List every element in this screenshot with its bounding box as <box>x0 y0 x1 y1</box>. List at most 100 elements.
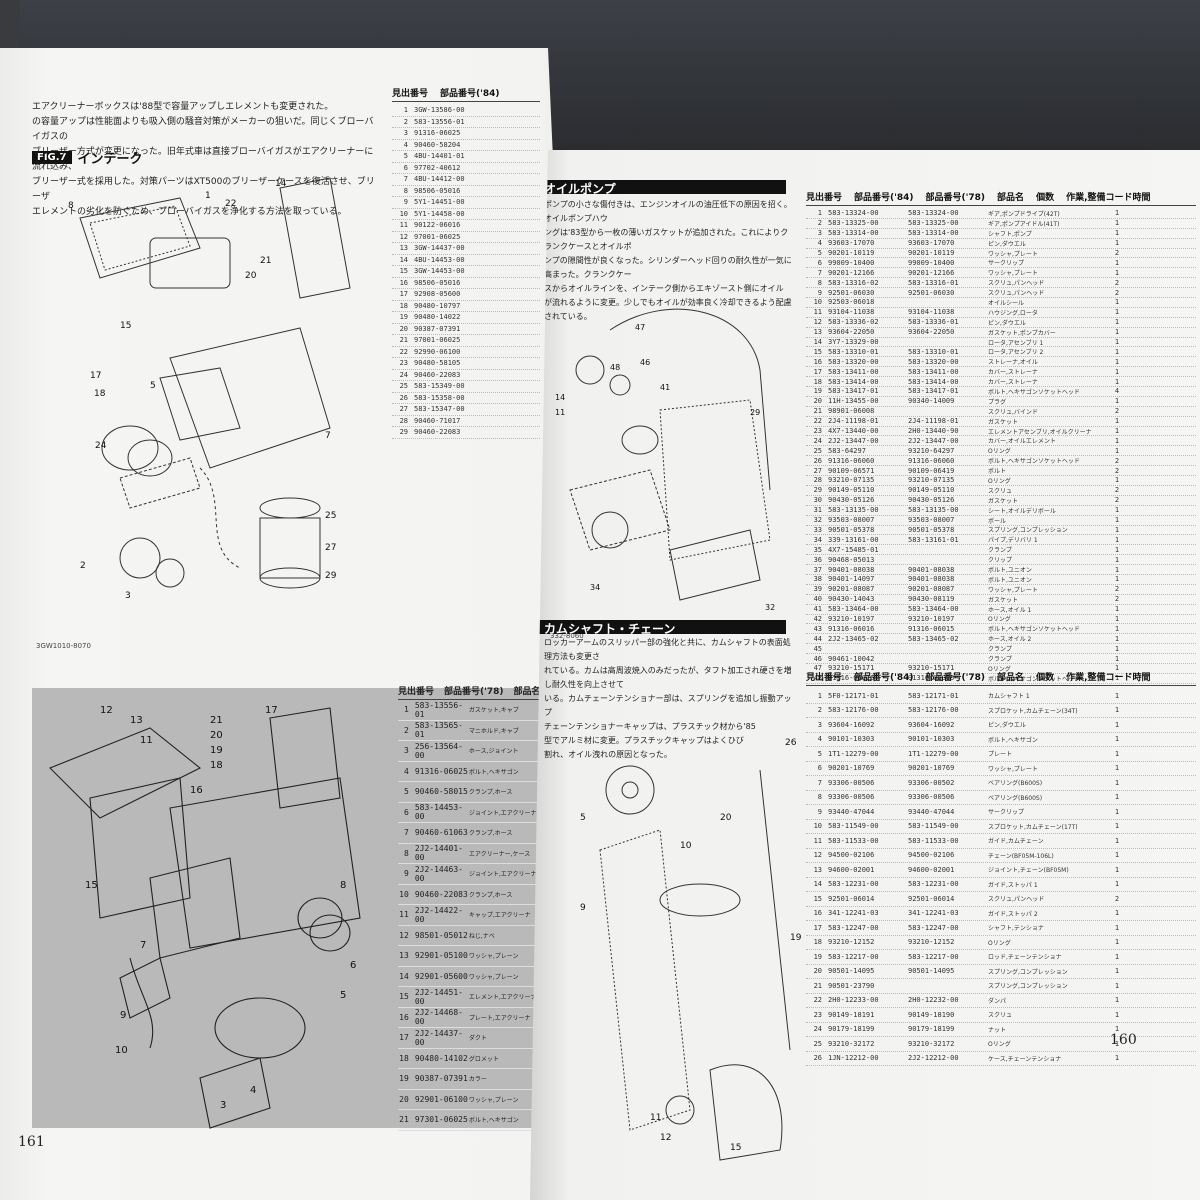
table-cell: 2 <box>1114 595 1120 604</box>
oil-section-text: ポンプの小さな傷付きは、エンジンオイルの油圧低下の原因を招く。オイルポンプハウ … <box>544 200 792 321</box>
table-cell: 1 <box>1114 555 1120 564</box>
table-cell: Oリング <box>988 1041 1011 1049</box>
table-cell: 5 <box>403 152 408 161</box>
table-cell: 93210-15171 <box>908 664 955 673</box>
table-cell: 1 <box>1114 664 1120 673</box>
table-cell: 583-13556-01 <box>414 700 463 719</box>
table-cell: 1T1-12279-00 <box>828 749 879 758</box>
table-cell: ベアリング(B600S) <box>988 794 1043 802</box>
table-cell: マニホルド,キャブ <box>468 727 519 735</box>
table-cell: 93104-11038 <box>908 308 955 317</box>
table-cell: 583-13310-01 <box>908 347 959 356</box>
table-cell: 48 <box>813 674 822 683</box>
table-cell: 1 <box>1114 1025 1120 1034</box>
table-cell: 1 <box>1114 605 1120 614</box>
table-cell: 583-13324-00 <box>908 209 959 218</box>
table-cell: ワッシャ,プレーン <box>468 973 519 981</box>
table-cell: スクリュ <box>988 1012 1013 1020</box>
table-cell: 17 <box>399 1033 409 1043</box>
table-cell: 28 <box>813 476 822 485</box>
table-cell: 3GW-13586-00 <box>414 106 465 115</box>
svg-text:9: 9 <box>580 903 586 913</box>
table-cell: 23 <box>399 359 408 368</box>
table-cell: 6 <box>817 258 822 267</box>
table-cell: 1 <box>1114 565 1120 574</box>
table-cell: 2J2-14463-00 <box>414 864 463 883</box>
table-cell: 341-12241-03 <box>828 909 879 918</box>
table-cell: 5F0-12171-01 <box>828 691 879 700</box>
svg-text:4: 4 <box>250 1085 256 1096</box>
table-cell: 583-13320-00 <box>908 357 959 366</box>
svg-text:8: 8 <box>340 880 346 891</box>
table-cell: 1 <box>1114 535 1120 544</box>
table-cell: 341-12241-03 <box>908 909 959 918</box>
table-cell: 583-12247-00 <box>908 923 959 932</box>
table-cell: ストレーナ,オイル <box>988 359 1038 367</box>
table-cell: クランプ <box>988 547 1012 555</box>
table-cell: クリップ <box>988 557 1013 565</box>
table-cell: 10 <box>813 822 822 831</box>
table-cell: 1 <box>1114 644 1120 653</box>
table-cell: 92501-06014 <box>908 894 955 903</box>
table-cell: 1 <box>403 106 408 115</box>
table-cell: 90149-18190 <box>908 1010 955 1019</box>
svg-text:3: 3 <box>220 1100 226 1111</box>
table-cell: ボルト,ヘキサゴンソケットヘッド <box>988 458 1080 466</box>
table-cell: ボルト <box>988 468 1007 476</box>
table-cell: 90501-14095 <box>908 967 955 976</box>
table-cell: 2J2-14422-00 <box>414 905 463 924</box>
table-cell: ホース,オイル 1 <box>988 606 1032 614</box>
cam-parts-table: 見出番号 部品番号('84) 部品番号('78) 部品名 個数 作業,整備コード… <box>806 670 1196 1066</box>
svg-text:15: 15 <box>85 880 98 891</box>
table-cell: 1 <box>1114 614 1120 623</box>
table-cell: Oリング <box>988 448 1011 456</box>
table-cell: 5 <box>817 249 822 257</box>
table-cell: 90460-22083 <box>414 889 468 899</box>
svg-text:5: 5 <box>150 381 156 391</box>
table-cell: 583-13414-00 <box>908 377 959 386</box>
table-cell: 90401-08038 <box>908 575 955 584</box>
table-cell: 90201-08087 <box>828 585 875 594</box>
table-cell: ピン,ダウエル <box>988 319 1026 327</box>
table-cell: ボール <box>988 517 1007 525</box>
table-cell: 583-12171-01 <box>908 691 959 700</box>
table-cell: 2 <box>1114 288 1120 297</box>
table-cell: 583-13314-00 <box>908 229 959 238</box>
table-cell: 93603-17070 <box>828 239 875 248</box>
table-cell: 98506-05016 <box>414 278 461 287</box>
cam-section-bar <box>536 620 786 634</box>
table-cell: ボルト,ヘキサゴン <box>468 1117 519 1125</box>
svg-text:3: 3 <box>125 591 131 601</box>
left-page: FIG.7 インテーク エアクリーナーボックスは'88型で容量アップしエレメント… <box>0 48 600 1200</box>
table-cell: 5Y1-14451-00 <box>414 198 465 207</box>
table-cell: エレメント,エアクリーナ <box>468 994 537 1002</box>
table-cell: 13 <box>399 244 408 253</box>
table-cell: 2 <box>1114 278 1120 287</box>
table-cell: 93210-12152 <box>908 938 955 947</box>
table-cell: 90201-10119 <box>828 249 875 257</box>
table-cell: 37 <box>813 565 822 574</box>
table-cell: 20 <box>399 324 408 333</box>
